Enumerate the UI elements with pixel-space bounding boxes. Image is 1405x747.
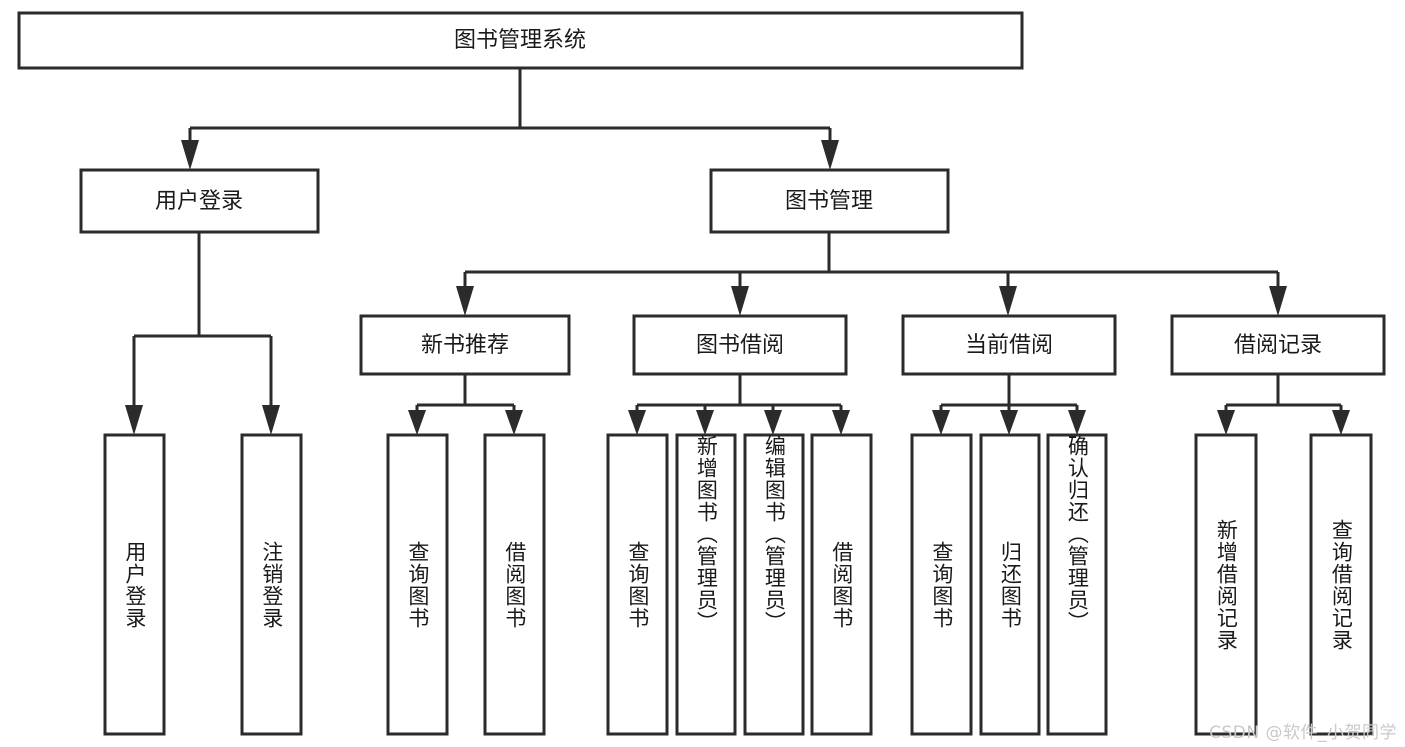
- connector-user-login-to-leaves: [125, 232, 280, 435]
- arrow-icon-new-book-leaf-1: [408, 410, 426, 435]
- arrow-icon-to-book-manage: [821, 140, 839, 170]
- node-root-box[interactable]: [17, 11, 1024, 70]
- leaf-box-borrow-2[interactable]: [675, 433, 737, 736]
- arrow-icon-to-new-book: [456, 286, 474, 316]
- node-borrow-record-label: 借阅记录: [1234, 333, 1322, 358]
- arrow-icon-user-login-leaf-2: [262, 405, 280, 435]
- node-book-borrow[interactable]: 图书借阅: [632, 314, 848, 376]
- node-book-borrow-label: 图书借阅: [696, 333, 784, 358]
- arrow-icon-to-current: [999, 286, 1017, 316]
- node-root-label: 图书管理系统: [454, 28, 586, 53]
- node-new-book-recommend-label: 新书推荐: [421, 333, 509, 358]
- node-current-borrow-box[interactable]: [901, 314, 1117, 376]
- node-book-manage[interactable]: 图书管理: [709, 168, 950, 234]
- leaf-box-current-1[interactable]: [910, 433, 973, 736]
- arrow-icon-new-book-leaf-2: [505, 410, 523, 435]
- arrow-icon-record-leaf-2: [1332, 410, 1350, 435]
- arrow-icon-to-user-login: [181, 140, 199, 170]
- arrow-icon-to-borrow: [731, 286, 749, 316]
- node-root[interactable]: 图书管理系统: [17, 11, 1024, 70]
- arrow-icon-current-leaf-3: [1068, 410, 1086, 435]
- leaf-box-borrow-4[interactable]: [810, 433, 873, 736]
- connector-new-book-to-leaves: [408, 374, 523, 435]
- leaf-box-record-1[interactable]: [1194, 433, 1258, 736]
- connector-current-borrow-to-leaves: [932, 374, 1086, 435]
- node-book-manage-box[interactable]: [709, 168, 950, 234]
- node-current-borrow-label: 当前借阅: [965, 333, 1053, 358]
- node-book-manage-label: 图书管理: [785, 189, 873, 214]
- leaf-box-new-book-2[interactable]: [483, 433, 546, 736]
- leaf-box-new-book-1[interactable]: [386, 433, 449, 736]
- leaf-box-user-login-2[interactable]: [240, 433, 303, 736]
- node-user-login[interactable]: 用户登录: [79, 168, 320, 234]
- connector-book-manage-to-level2: [456, 232, 1287, 316]
- arrow-icon-user-login-leaf-1: [125, 405, 143, 435]
- arrow-icon-borrow-leaf-3: [764, 410, 782, 435]
- leaf-box-record-2[interactable]: [1309, 433, 1373, 736]
- arrow-icon-current-leaf-1: [932, 410, 950, 435]
- leaf-box-current-3[interactable]: [1046, 433, 1108, 736]
- connector-root-to-level1: [181, 68, 839, 170]
- node-borrow-record-box[interactable]: [1170, 314, 1386, 376]
- leaf-box-borrow-3[interactable]: [743, 433, 805, 736]
- leaf-box-current-2[interactable]: [979, 433, 1041, 736]
- leaf-box-borrow-1[interactable]: [606, 433, 669, 736]
- arrow-icon-borrow-leaf-1: [628, 410, 646, 435]
- node-new-book-recommend[interactable]: 新书推荐: [359, 314, 571, 376]
- node-current-borrow[interactable]: 当前借阅: [901, 314, 1117, 376]
- connector-book-borrow-to-leaves: [628, 374, 850, 435]
- node-book-borrow-box[interactable]: [632, 314, 848, 376]
- leaf-box-user-login-1[interactable]: [103, 433, 166, 736]
- arrow-icon-to-record: [1269, 286, 1287, 316]
- arrow-icon-current-leaf-2: [1000, 410, 1018, 435]
- arrow-icon-borrow-leaf-2: [696, 410, 714, 435]
- node-user-login-label: 用户登录: [155, 189, 243, 214]
- arrow-icon-record-leaf-1: [1217, 410, 1235, 435]
- arrow-icon-borrow-leaf-4: [832, 410, 850, 435]
- connector-borrow-record-to-leaves: [1217, 374, 1350, 435]
- node-borrow-record[interactable]: 借阅记录: [1170, 314, 1386, 376]
- node-new-book-recommend-box[interactable]: [359, 314, 571, 376]
